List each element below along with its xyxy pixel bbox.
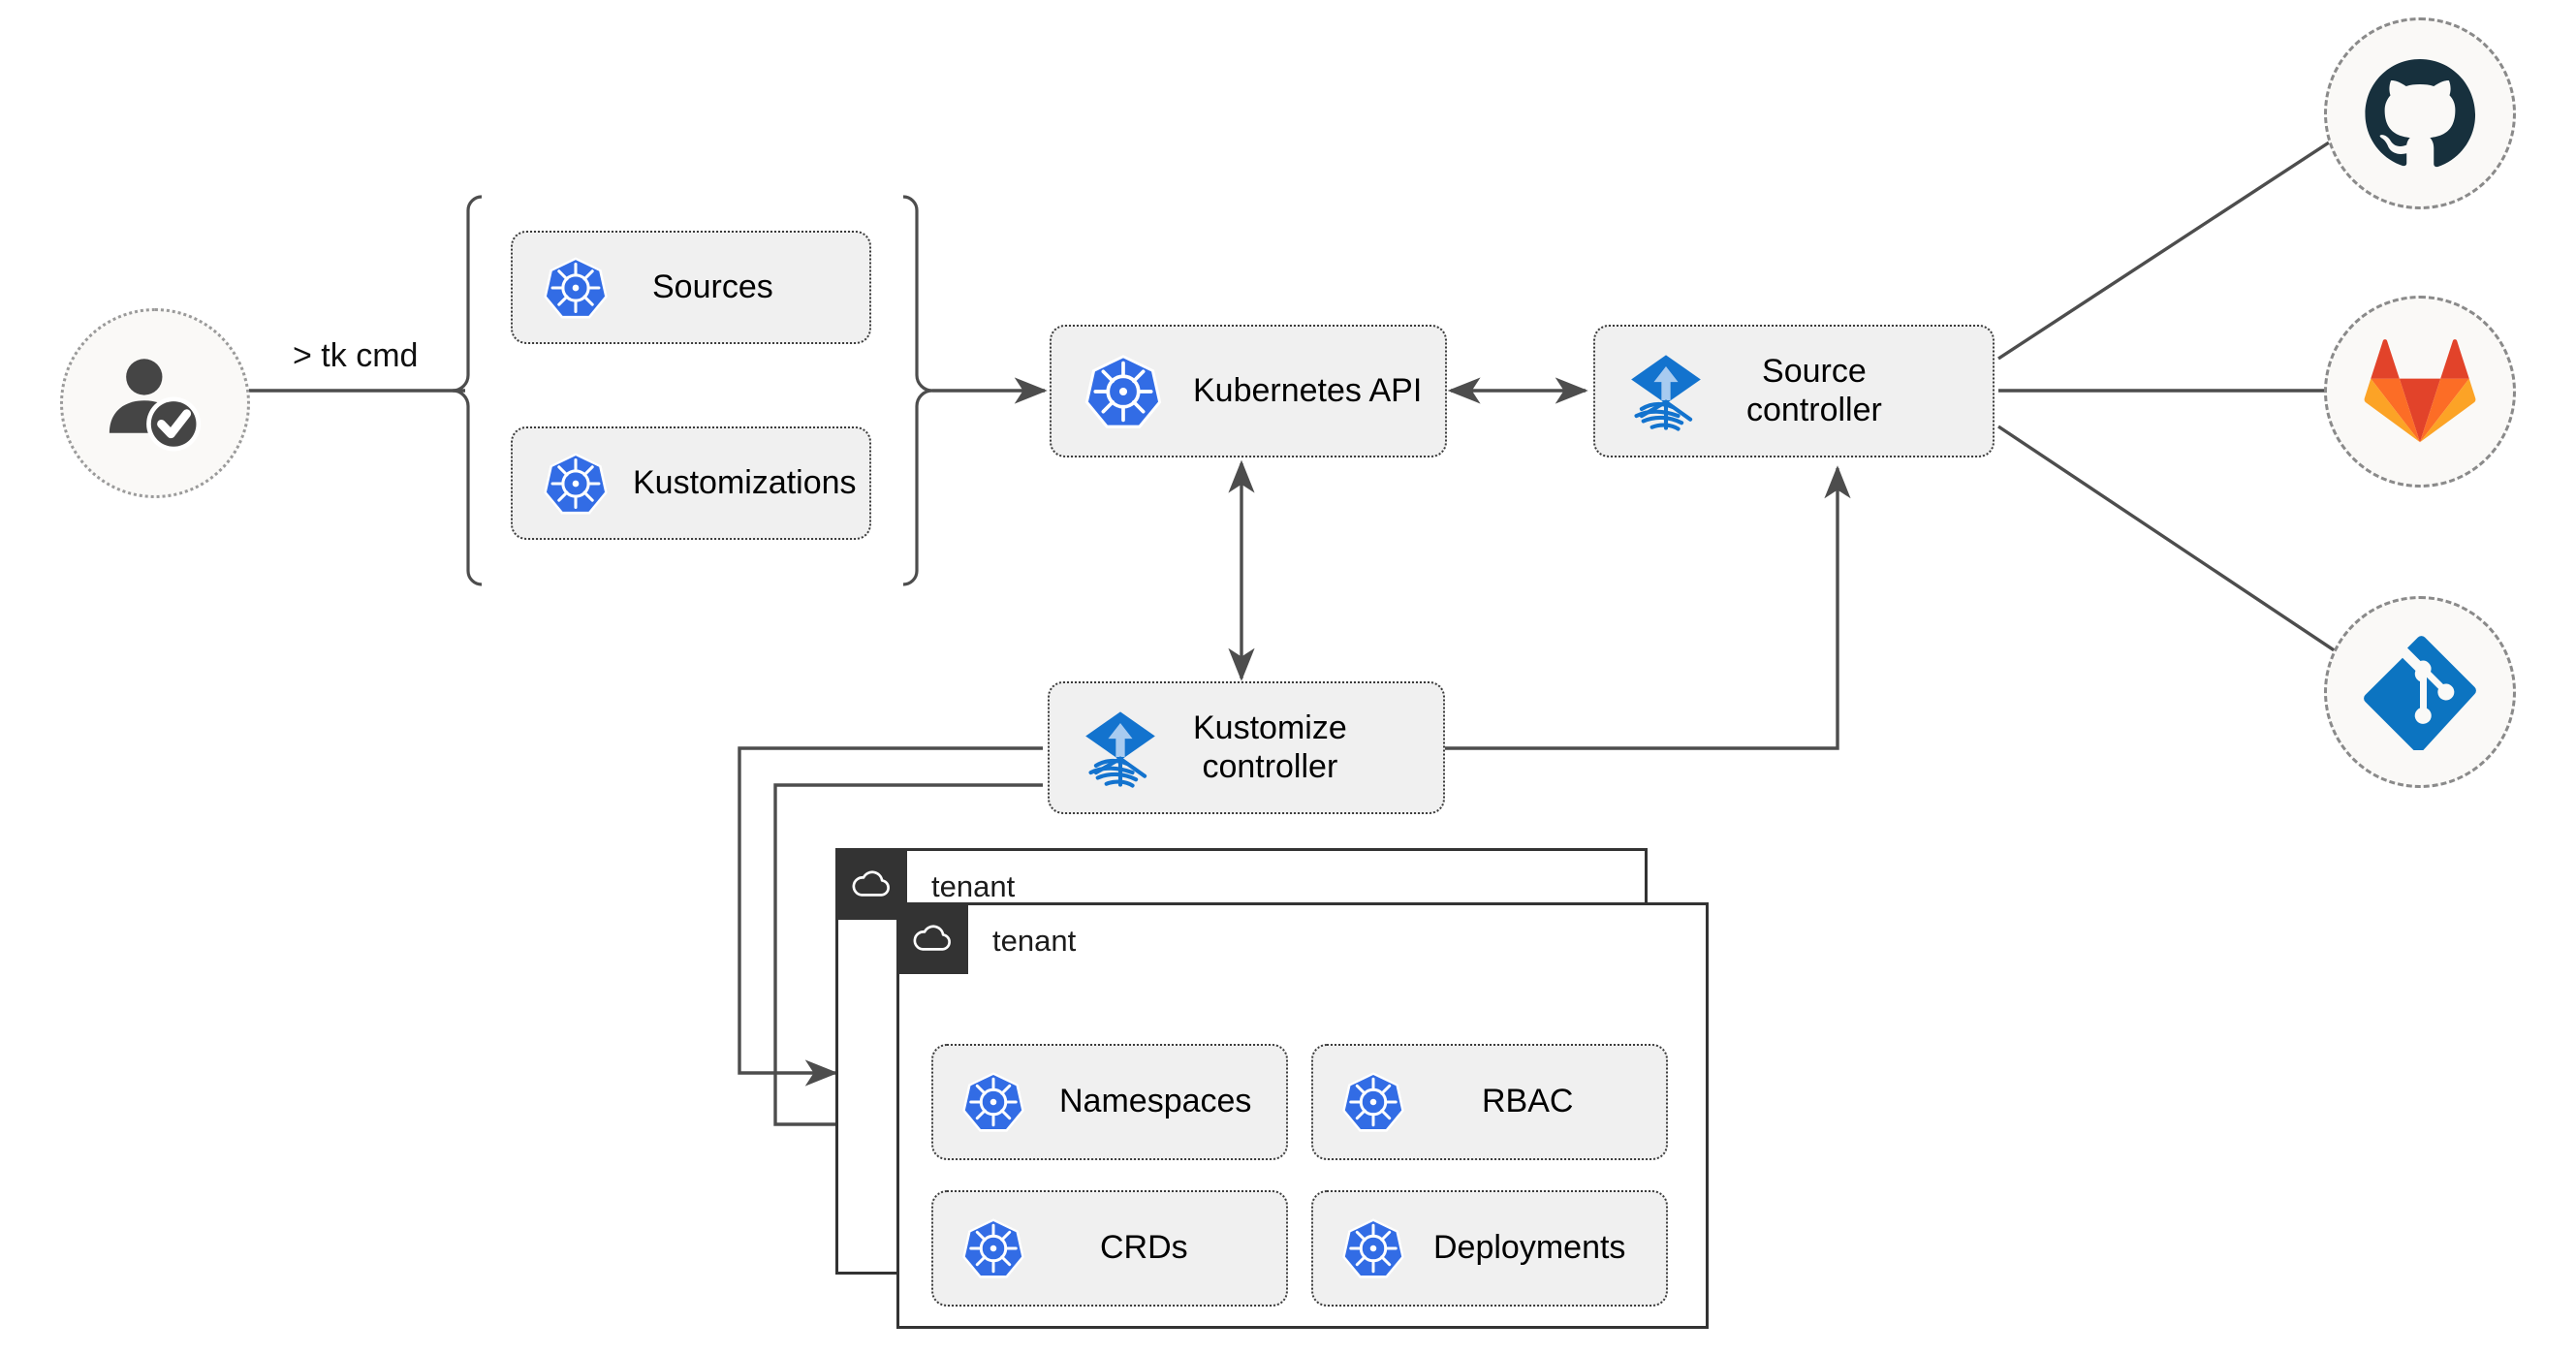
kubernetes-api-label: Kubernetes API	[1193, 371, 1423, 409]
tenant-resource-label: RBAC	[1482, 1083, 1574, 1120]
source-controller-label: Source controller	[1746, 353, 1882, 428]
tenant-label: tenant	[931, 869, 1016, 903]
brace-left	[452, 195, 483, 586]
git-icon	[2364, 636, 2476, 750]
tenant-resource-deployments[interactable]: Deployments	[1311, 1190, 1668, 1307]
verified-user-node	[60, 308, 250, 498]
provider-gitlab-node[interactable]	[2324, 296, 2516, 488]
flux-icon	[1631, 354, 1701, 431]
cli-card-sources[interactable]: Sources	[511, 231, 871, 344]
cloud-icon	[852, 870, 890, 897]
kubernetes-icon	[1084, 354, 1162, 428]
cloud-icon	[913, 925, 951, 951]
tenant-resource-namespaces[interactable]: Namespaces	[931, 1044, 1288, 1160]
tenant-title-bar	[896, 902, 968, 974]
tenant-resource-label: Namespaces	[1059, 1083, 1252, 1120]
cli-card-kustomizations[interactable]: Kustomizations	[511, 426, 871, 540]
cli-command-label: > tk cmd	[293, 337, 419, 374]
source-controller-node[interactable]: Source controller	[1593, 325, 1995, 457]
github-icon	[2365, 58, 2476, 168]
kustomize-controller-node[interactable]: Kustomize controller	[1048, 681, 1445, 814]
user-check-icon	[109, 359, 202, 452]
wire-source-github	[1997, 110, 2379, 361]
tenant-title-bar	[835, 848, 907, 920]
provider-git-node[interactable]	[2324, 596, 2516, 788]
kubernetes-icon	[1342, 1072, 1404, 1132]
wire-kustomize-source	[1444, 465, 1851, 750]
tenant-resource-rbac[interactable]: RBAC	[1311, 1044, 1668, 1160]
provider-github-node[interactable]	[2324, 17, 2516, 209]
kubernetes-icon	[962, 1072, 1024, 1132]
tenant-label: tenant	[992, 924, 1077, 958]
cli-card-label: Sources	[652, 268, 773, 305]
wire-source-git	[1997, 425, 2379, 680]
kubernetes-api-node[interactable]: Kubernetes API	[1050, 325, 1447, 457]
gitlab-icon	[2364, 339, 2476, 443]
kubernetes-icon	[1342, 1218, 1404, 1278]
brace-right	[902, 195, 933, 586]
tenant-resource-label: CRDs	[1100, 1229, 1188, 1267]
kubernetes-icon	[544, 453, 608, 514]
tenant-resource-label: Deployments	[1433, 1229, 1626, 1267]
tenant-resource-crds[interactable]: CRDs	[931, 1190, 1288, 1307]
tenant-window-2[interactable]: tenant Namespaces	[896, 902, 1709, 1329]
flux-icon	[1085, 710, 1155, 788]
cli-card-label: Kustomizations	[633, 463, 857, 501]
kubernetes-icon	[962, 1218, 1024, 1278]
kustomize-controller-label: Kustomize controller	[1193, 709, 1347, 785]
kubernetes-icon	[544, 257, 608, 318]
